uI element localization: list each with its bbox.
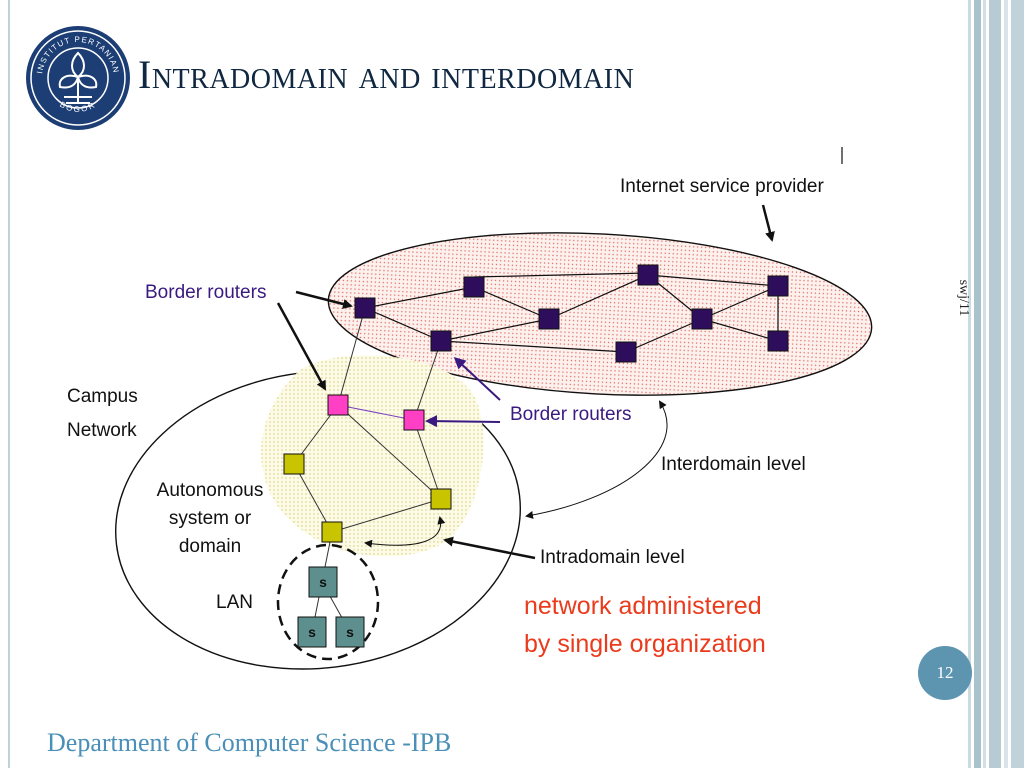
right-decorative-stripes — [968, 0, 1024, 768]
border-routers-down-arrow — [276, 302, 327, 391]
footer-department: Department of Computer Science -IPB — [47, 728, 452, 757]
lan-switch: s — [297, 616, 327, 648]
border-routers-mid-arrow-a — [453, 356, 501, 401]
svg-text:s: s — [308, 624, 316, 640]
autonomous-label-line2: system or — [169, 508, 252, 529]
intradomain-arrow — [443, 536, 536, 560]
isp-router — [767, 330, 789, 352]
slide-title: Intradomain and interdomain — [138, 52, 635, 97]
lan-switch: s — [335, 616, 365, 648]
isp-router — [538, 308, 560, 330]
lan-label: LAN — [216, 592, 253, 613]
as-router — [321, 521, 343, 543]
svg-text:s: s — [346, 624, 354, 640]
left-border-line — [8, 0, 10, 768]
intradomain-level-label: Intradomain level — [540, 547, 685, 568]
ipb-logo: INSTITUT PERTANIAN BOGOR — [26, 26, 130, 130]
as-router — [283, 453, 305, 475]
isp-router — [430, 330, 452, 352]
border-routers-mid-arrow-b — [425, 415, 501, 428]
page-number: 12 — [936, 663, 954, 682]
isp-router — [463, 276, 485, 298]
campus-network-label-line2: Network — [67, 420, 137, 441]
border-routers-top-label: Border routers — [145, 282, 266, 303]
autonomous-label-line1: Autonomous — [157, 480, 264, 501]
page-number-badge: 12 — [918, 646, 972, 700]
campus-border-router — [327, 394, 349, 416]
border-routers-mid-label: Border routers — [510, 404, 631, 425]
interdomain-level-label: Interdomain level — [661, 454, 806, 475]
admin-note-line1: network administered — [524, 592, 762, 620]
side-label: swj/11 — [956, 279, 971, 317]
autonomous-system-region — [261, 355, 484, 557]
isp-router — [615, 341, 637, 363]
isp-arrow — [761, 204, 775, 242]
isp-router — [691, 308, 713, 330]
border-routers-top-arrow — [295, 290, 353, 309]
lan-switch: s — [308, 566, 338, 598]
isp-router — [354, 297, 376, 319]
svg-text:s: s — [319, 574, 327, 590]
interdomain-arrow — [525, 400, 668, 519]
isp-router — [637, 264, 659, 286]
isp-label: Internet service provider — [620, 176, 824, 197]
campus-border-router — [403, 409, 425, 431]
campus-network-label-line1: Campus — [67, 386, 138, 407]
autonomous-label-line3: domain — [179, 536, 241, 557]
as-router — [430, 488, 452, 510]
intradomain-curve-arrow — [364, 516, 446, 548]
isp-links — [364, 272, 779, 353]
admin-note-line2: by single organization — [524, 630, 766, 658]
isp-router — [767, 275, 789, 297]
lan-boundary — [276, 543, 380, 661]
